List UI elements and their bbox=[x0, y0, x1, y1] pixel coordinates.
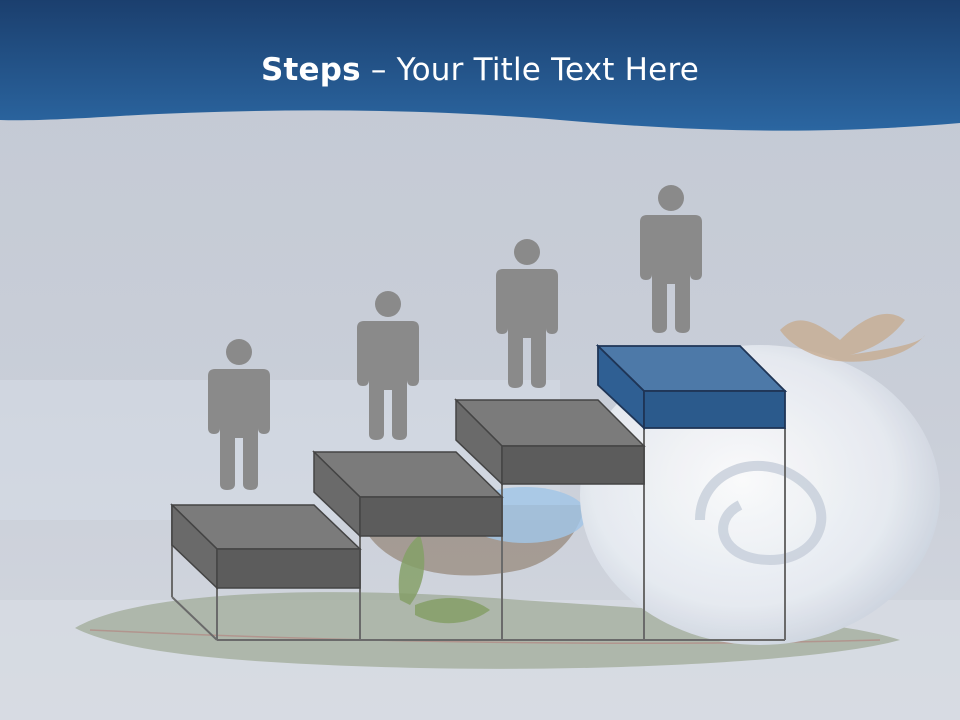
step-4 bbox=[595, 343, 788, 431]
title-rest-part: – Your Title Text Here bbox=[360, 52, 699, 88]
step-front bbox=[216, 548, 361, 589]
step-3 bbox=[454, 398, 646, 486]
step-2 bbox=[312, 450, 504, 538]
person-icon bbox=[357, 291, 419, 440]
green-sprig bbox=[398, 535, 425, 605]
person-icon bbox=[640, 185, 702, 333]
step-outlines bbox=[171, 428, 786, 641]
green-sprig bbox=[415, 598, 490, 624]
step-1 bbox=[170, 503, 362, 590]
step-front bbox=[643, 390, 786, 429]
person-icon bbox=[496, 239, 558, 388]
step-front bbox=[501, 445, 645, 485]
title-bold-part: Steps bbox=[260, 52, 361, 88]
dried-flower bbox=[780, 313, 925, 362]
figures bbox=[208, 185, 702, 490]
step-front bbox=[359, 496, 503, 537]
page-title: Steps – Your Title Text Here bbox=[0, 52, 960, 88]
towel-spiral bbox=[695, 460, 827, 566]
leaf-shape bbox=[75, 592, 900, 669]
staircase bbox=[170, 343, 788, 641]
person-icon bbox=[208, 339, 270, 490]
header-band bbox=[0, 0, 960, 131]
